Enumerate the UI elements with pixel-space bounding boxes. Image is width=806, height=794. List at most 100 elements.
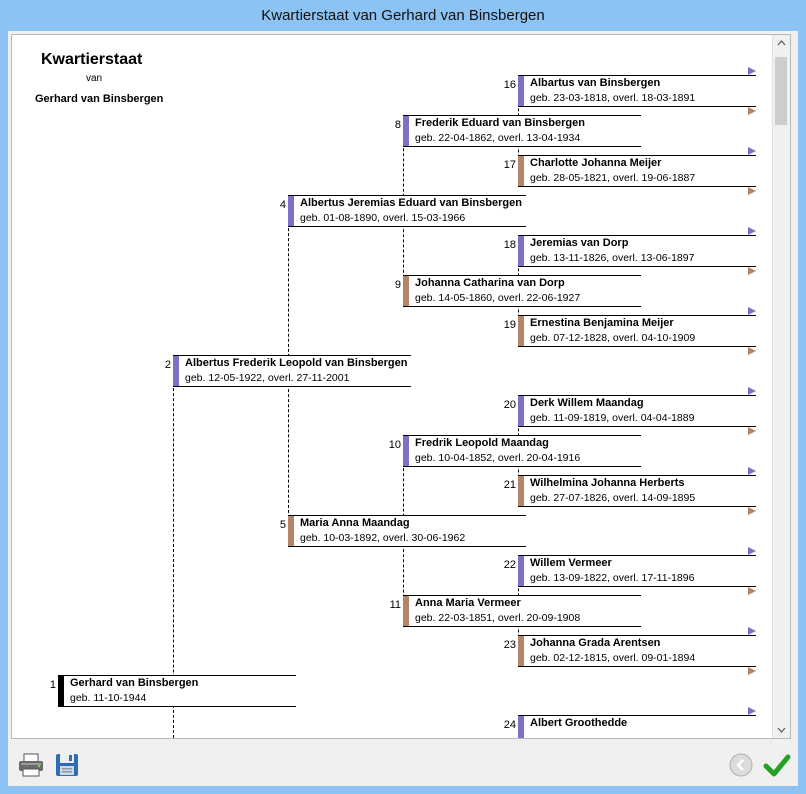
person-box-2[interactable]: 2 Albertus Frederik Leopold van Binsberg… [165, 355, 411, 387]
person-number: 18 [503, 239, 516, 251]
expand-father-arrow-icon[interactable] [748, 67, 756, 75]
person-box-19[interactable]: 19 Ernestina Benjamina Meijer geb. 07-12… [504, 315, 756, 347]
person-box-16[interactable]: 16 Albartus van Binsbergen geb. 23-03-18… [504, 75, 756, 107]
person-dates: geb. 13-09-1822, overl. 17-11-1896 [530, 572, 695, 584]
scroll-down-icon[interactable] [773, 721, 790, 738]
person-dates: geb. 13-11-1826, overl. 13-06-1897 [530, 252, 695, 264]
sex-indicator [518, 396, 524, 426]
person-name: Albertus Jeremias Eduard van Binsbergen [300, 197, 522, 209]
sex-indicator [518, 76, 524, 106]
person-box-8[interactable]: 8 Frederik Eduard van Binsbergen geb. 22… [395, 115, 641, 147]
back-button[interactable] [726, 750, 756, 780]
person-number: 11 [389, 599, 401, 611]
close-icon[interactable] [778, 6, 798, 24]
expand-father-arrow-icon[interactable] [748, 627, 756, 635]
sex-indicator [58, 676, 64, 706]
person-box-20[interactable]: 20 Derk Willem Maandag geb. 11-09-1819, … [504, 395, 756, 427]
person-box-17[interactable]: 17 Charlotte Johanna Meijer geb. 28-05-1… [504, 155, 756, 187]
checkmark-icon [763, 754, 791, 777]
scrollbar-thumb[interactable] [775, 57, 787, 125]
person-box-21[interactable]: 21 Wilhelmina Johanna Herberts geb. 27-0… [504, 475, 756, 507]
sex-indicator [518, 236, 524, 266]
person-dates: geb. 22-04-1862, overl. 13-04-1934 [415, 132, 581, 144]
person-number: 9 [394, 279, 401, 291]
expand-father-arrow-icon[interactable] [748, 307, 756, 315]
person-name: Charlotte Johanna Meijer [530, 157, 662, 169]
person-number: 16 [503, 79, 516, 91]
expand-father-arrow-icon[interactable] [748, 547, 756, 555]
expand-mother-arrow-icon[interactable] [748, 427, 756, 435]
sex-indicator [173, 356, 179, 386]
expand-mother-arrow-icon[interactable] [748, 667, 756, 675]
person-name: Gerhard van Binsbergen [70, 677, 199, 689]
sex-indicator [288, 196, 294, 226]
save-button[interactable] [52, 750, 82, 780]
person-dates: geb. 14-05-1860, overl. 22-06-1927 [415, 292, 581, 304]
person-box-18[interactable]: 18 Jeremias van Dorp geb. 13-11-1826, ov… [504, 235, 756, 267]
sex-indicator [518, 316, 524, 346]
vertical-scrollbar[interactable] [772, 35, 790, 738]
person-dates: geb. 01-08-1890, overl. 15-03-1966 [300, 212, 466, 224]
person-dates: geb. 10-03-1892, overl. 30-06-1962 [300, 532, 466, 544]
scroll-up-icon[interactable] [773, 35, 790, 52]
person-box-4[interactable]: 4 Albertus Jeremias Eduard van Binsberge… [280, 195, 526, 227]
person-number: 10 [388, 439, 401, 451]
expand-father-arrow-icon[interactable] [748, 387, 756, 395]
person-number: 24 [503, 719, 516, 731]
chart-viewport[interactable]: Kwartierstaat van Gerhard van Binsbergen… [11, 34, 791, 739]
person-box-5[interactable]: 5 Maria Anna Maandag geb. 10-03-1892, ov… [280, 515, 526, 547]
person-dates: geb. 23-03-1818, overl. 18-03-1891 [530, 92, 696, 104]
ok-button[interactable] [762, 750, 792, 780]
person-box-9[interactable]: 9 Johanna Catharina van Dorp geb. 14-05-… [395, 275, 641, 307]
connector-line [173, 373, 174, 738]
title-bar: Kwartierstaat van Gerhard van Binsbergen [0, 0, 806, 31]
person-number: 19 [503, 319, 516, 331]
expand-mother-arrow-icon[interactable] [748, 347, 756, 355]
person-number: 22 [503, 559, 516, 571]
person-name: Albert Groothedde [530, 717, 628, 729]
sex-indicator [518, 156, 524, 186]
sex-indicator [518, 636, 524, 666]
expand-mother-arrow-icon[interactable] [748, 107, 756, 115]
person-dates: geb. 28-05-1821, overl. 19-06-1887 [530, 172, 696, 184]
pedigree-chart: Kwartierstaat van Gerhard van Binsbergen… [12, 35, 772, 738]
report-title: Kwartierstaat [41, 51, 143, 68]
person-name: Frederik Eduard van Binsbergen [415, 117, 585, 129]
person-number: 2 [164, 359, 171, 371]
person-box-23[interactable]: 23 Johanna Grada Arentsen geb. 02-12-181… [504, 635, 756, 667]
sex-indicator [403, 116, 409, 146]
person-box-11[interactable]: 11 Anna Maria Vermeer geb. 22-03-1851, o… [390, 595, 641, 627]
person-box-1[interactable]: 1 Gerhard van Binsbergen geb. 11-10-1944 [50, 675, 296, 707]
person-name: Wilhelmina Johanna Herberts [530, 477, 685, 489]
person-dates: geb. 02-12-1815, overl. 09-01-1894 [530, 652, 696, 664]
person-box-10[interactable]: 10 Fredrik Leopold Maandag geb. 10-04-18… [389, 435, 641, 467]
expand-father-arrow-icon[interactable] [748, 707, 756, 715]
expand-father-arrow-icon[interactable] [748, 227, 756, 235]
sex-indicator [288, 516, 294, 546]
person-name: Willem Vermeer [530, 557, 612, 569]
person-name: Albartus van Binsbergen [530, 77, 661, 89]
person-box-24[interactable]: 24 Albert Groothedde [504, 715, 756, 738]
person-box-22[interactable]: 22 Willem Vermeer geb. 13-09-1822, overl… [504, 555, 756, 587]
person-dates: geb. 11-10-1944 [70, 692, 147, 704]
expand-father-arrow-icon[interactable] [748, 147, 756, 155]
expand-mother-arrow-icon[interactable] [748, 267, 756, 275]
person-name: Johanna Grada Arentsen [530, 637, 661, 649]
person-number: 21 [503, 479, 516, 491]
person-number: 17 [503, 159, 516, 171]
person-number: 5 [279, 519, 286, 531]
person-dates: geb. 22-03-1851, overl. 20-09-1908 [415, 612, 581, 624]
expand-mother-arrow-icon[interactable] [748, 587, 756, 595]
person-number: 1 [49, 679, 56, 691]
sex-indicator [403, 276, 409, 306]
window-title: Kwartierstaat van Gerhard van Binsbergen [261, 7, 545, 24]
person-name: Jeremias van Dorp [530, 237, 629, 249]
expand-mother-arrow-icon[interactable] [748, 187, 756, 195]
person-name: Derk Willem Maandag [530, 397, 644, 409]
print-button[interactable] [16, 750, 46, 780]
expand-father-arrow-icon[interactable] [748, 467, 756, 475]
person-number: 23 [503, 639, 516, 651]
expand-mother-arrow-icon[interactable] [748, 507, 756, 515]
sex-indicator [518, 476, 524, 506]
person-name: Anna Maria Vermeer [415, 597, 521, 609]
